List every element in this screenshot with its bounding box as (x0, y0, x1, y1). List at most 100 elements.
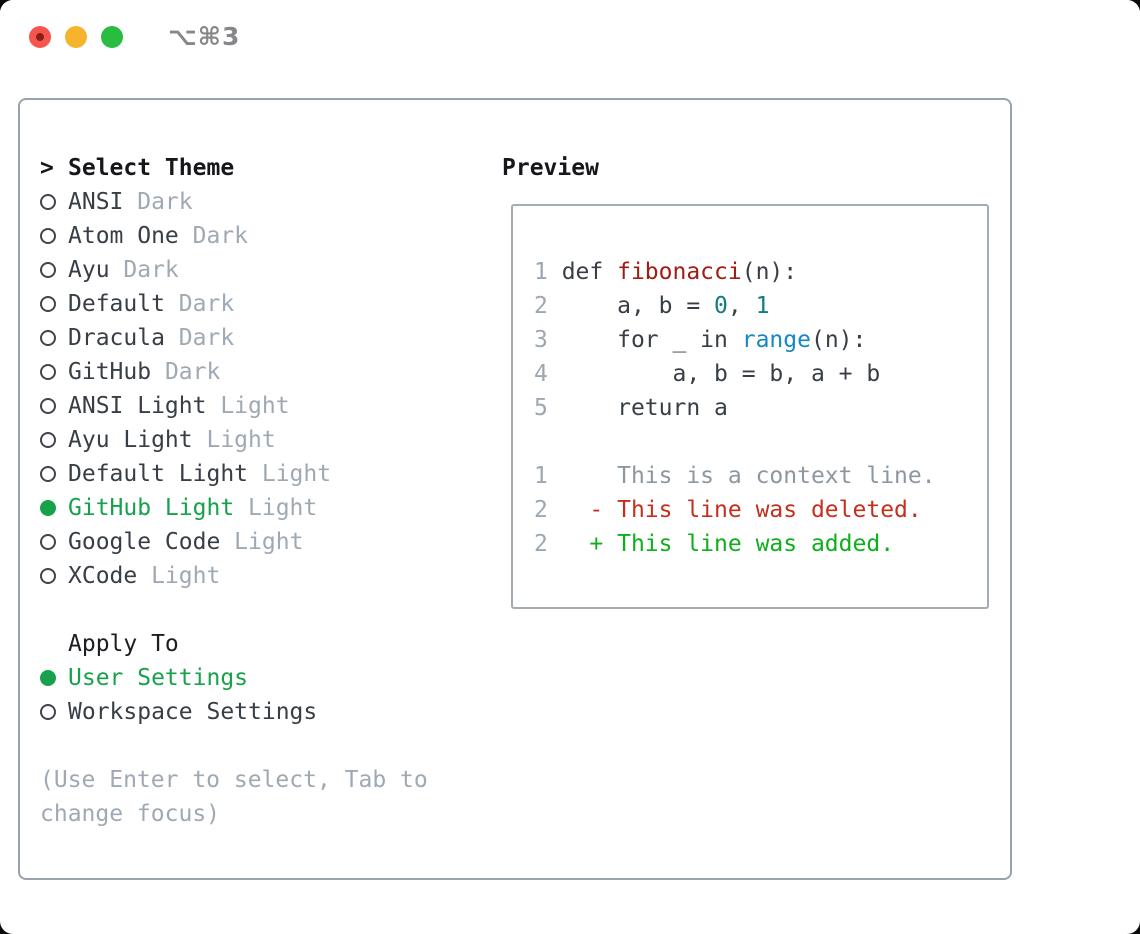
help-text: (Use Enter to select, Tab to change focus… (40, 763, 490, 831)
apply-option[interactable]: Workspace Settings (40, 695, 490, 729)
apply-to-header: Apply To (40, 627, 490, 661)
code-token: , (727, 293, 756, 319)
select-theme-label: Select Theme (68, 155, 235, 181)
line-number: 1 (534, 463, 548, 489)
radio-icon[interactable] (40, 398, 56, 414)
option-label: Atom One (68, 223, 179, 249)
option-variant: Dark (109, 257, 179, 283)
radio-icon[interactable] (40, 296, 56, 312)
code-token: for _ in (561, 327, 742, 353)
option-variant: Dark (123, 189, 193, 215)
option-variant: Dark (164, 325, 235, 351)
code-token: def (561, 259, 618, 285)
code-token: 0 (714, 293, 728, 319)
option-variant: Light (206, 393, 290, 419)
option-label: GitHub Light (68, 495, 235, 521)
diff-text: - This line was deleted. (547, 497, 922, 523)
theme-option[interactable]: Ayu Light Light (40, 423, 490, 457)
radio-icon[interactable] (40, 568, 56, 584)
zoom-button[interactable] (101, 26, 123, 48)
diff-line-context: 1 This is a context line. (534, 459, 987, 493)
blank-line (534, 425, 987, 459)
option-label: Default (68, 291, 165, 317)
option-label: Dracula (68, 325, 165, 351)
option-variant: Light (220, 529, 304, 555)
radio-icon[interactable] (40, 262, 56, 278)
diff-line-added: 2 + This line was added. (534, 527, 987, 561)
apply-to-label: Apply To (68, 631, 179, 657)
radio-icon[interactable] (40, 194, 56, 210)
option-label: User Settings (68, 665, 249, 691)
spacer (40, 729, 490, 763)
theme-option[interactable]: Dracula Dark (40, 321, 490, 355)
blank-line (534, 221, 987, 255)
option-label: GitHub (68, 359, 152, 385)
option-variant: Dark (151, 359, 221, 385)
radio-icon[interactable] (40, 704, 56, 720)
theme-option[interactable]: Default Dark (40, 287, 490, 321)
theme-option[interactable]: ANSI Dark (40, 185, 490, 219)
code-token: a, b = (561, 293, 715, 319)
radio-icon[interactable] (40, 534, 56, 550)
code-token: fibonacci (617, 259, 742, 285)
radio-icon[interactable] (40, 228, 56, 244)
minimize-button[interactable] (65, 26, 87, 48)
help-line: change focus) (40, 801, 221, 827)
radio-selected-icon[interactable] (40, 500, 56, 516)
preview-title: Preview (502, 155, 599, 181)
diff-text: This is a context line. (547, 463, 936, 489)
diff-block: 1 This is a context line.2 - This line w… (534, 459, 987, 561)
diff-text: + This line was added. (547, 531, 895, 557)
option-label: XCode (68, 563, 138, 589)
line-number: 2 (534, 497, 548, 523)
select-theme-header: > Select Theme (40, 151, 490, 185)
option-variant: Light (234, 495, 318, 521)
option-label: ANSI Light (68, 393, 207, 419)
line-number: 5 (534, 395, 562, 421)
option-variant: Dark (164, 291, 235, 317)
prompt-icon: > (40, 155, 54, 181)
theme-option[interactable]: Ayu Dark (40, 253, 490, 287)
radio-icon[interactable] (40, 466, 56, 482)
code-line: 1 def fibonacci(n): (534, 255, 987, 289)
option-label: Workspace Settings (68, 699, 318, 725)
line-number: 2 (534, 531, 548, 557)
theme-option[interactable]: XCode Light (40, 559, 490, 593)
code-token: (n): (810, 327, 867, 353)
theme-option[interactable]: ANSI Light Light (40, 389, 490, 423)
theme-option[interactable]: GitHub Light Light (40, 491, 490, 525)
option-variant: Dark (178, 223, 249, 249)
theme-option[interactable]: Google Code Light (40, 525, 490, 559)
code-token: (n): (741, 259, 798, 285)
radio-icon[interactable] (40, 364, 56, 380)
window-title: ⌥⌘3 (168, 22, 241, 51)
line-number: 3 (534, 327, 562, 353)
theme-option[interactable]: Atom One Dark (40, 219, 490, 253)
theme-option[interactable]: Default Light Light (40, 457, 490, 491)
option-label: Ayu (68, 257, 110, 283)
radio-icon[interactable] (40, 432, 56, 448)
radio-selected-icon[interactable] (40, 670, 56, 686)
code-line: 4 a, b = b, a + b (534, 357, 987, 391)
close-button[interactable] (29, 26, 51, 48)
code-token: 1 (755, 293, 770, 319)
option-label: Ayu Light (68, 427, 193, 453)
theme-option[interactable]: GitHub Dark (40, 355, 490, 389)
line-number: 2 (534, 293, 562, 319)
option-label: Google Code (68, 529, 221, 555)
diff-line-deleted: 2 - This line was deleted. (534, 493, 987, 527)
option-variant: Light (248, 461, 332, 487)
help-line: (Use Enter to select, Tab to (40, 767, 428, 793)
line-number: 1 (534, 259, 562, 285)
code-token: a, b = b, a + b (561, 361, 881, 387)
code-line: 3 for _ in range(n): (534, 323, 987, 357)
apply-option[interactable]: User Settings (40, 661, 490, 695)
code-token: return a (561, 395, 728, 421)
radio-icon[interactable] (40, 330, 56, 346)
